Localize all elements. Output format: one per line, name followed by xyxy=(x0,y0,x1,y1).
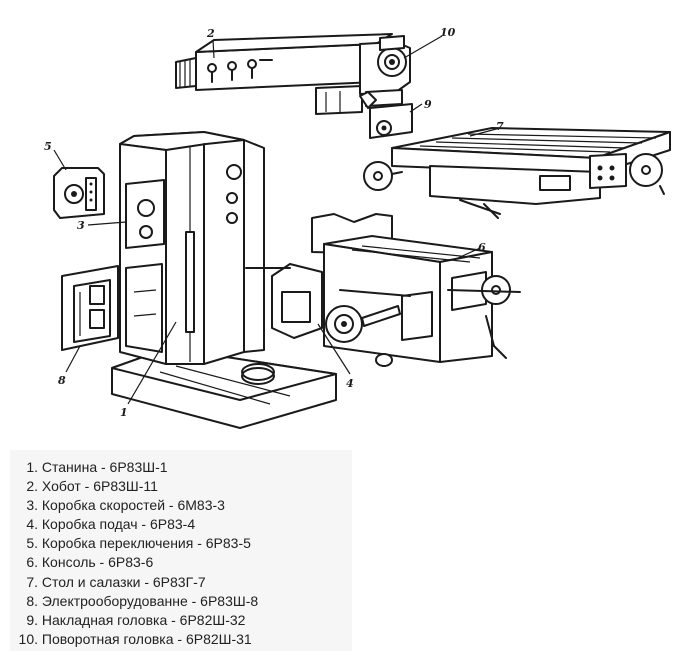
legend-item: 9. Накладная головка - 6Р82Ш-32 xyxy=(10,611,352,630)
column-part xyxy=(111,131,337,429)
callout-4: 4 xyxy=(346,377,354,390)
feed-box-part xyxy=(271,263,411,343)
leader-lines xyxy=(53,35,501,405)
legend-item-text: Коробка переключения - 6Р83-5 xyxy=(41,535,251,552)
callout-7: 7 xyxy=(496,120,504,133)
legend-item-number: 3. xyxy=(26,497,38,514)
legend-item-text: Накладная головка - 6Р82Ш-32 xyxy=(41,611,246,628)
callout-labels: 1 2 3 4 5 6 7 8 9 10 xyxy=(44,26,504,419)
overhead-head-part xyxy=(359,91,413,139)
callout-3: 3 xyxy=(77,219,85,232)
legend-item: 7. Стол и салазки - 6Р83Г-7 xyxy=(10,573,352,592)
callout-6: 6 xyxy=(478,241,486,254)
legend-item-number: 7. xyxy=(26,573,38,590)
callout-5: 5 xyxy=(44,140,52,153)
legend-item-text: Стол и салазки - 6Р83Г-7 xyxy=(41,573,206,590)
legend-item: 4. Коробка подач - 6Р83-4 xyxy=(10,515,352,534)
knee-part xyxy=(311,213,521,367)
callout-2: 2 xyxy=(206,27,215,40)
legend-item-number: 4. xyxy=(26,516,38,533)
legend-item-text: Станина - 6Р83Ш-1 xyxy=(41,459,168,475)
legend-item-number: 2. xyxy=(26,478,38,495)
legend-item-number: 1. xyxy=(26,459,38,475)
callout-10: 10 xyxy=(440,26,456,39)
legend-item-number: 9. xyxy=(26,611,38,628)
legend-item: 5. Коробка переключения - 6Р83-5 xyxy=(10,534,352,553)
legend-item-text: Поворотная головка - 6Р82Ш-31 xyxy=(41,630,252,647)
legend-item: 6. Консоль - 6Р83-6 xyxy=(10,553,352,572)
machine-exploded-diagram: 1 2 3 4 5 6 7 8 9 10 xyxy=(44,26,671,429)
legend-item-text: Хобот - 6Р83Ш-11 xyxy=(41,478,158,495)
legend-item-text: Коробка подач - 6Р83-4 xyxy=(41,516,196,533)
legend-item-number: 10. xyxy=(18,630,38,647)
parts-legend: 1. Станина - 6Р83Ш-1 2. Хобот - 6Р83Ш-11… xyxy=(10,450,352,651)
parts-list: 1. Станина - 6Р83Ш-1 2. Хобот - 6Р83Ш-11… xyxy=(10,450,352,649)
legend-item-text: Консоль - 6Р83-6 xyxy=(41,554,154,571)
legend-item: 2. Хобот - 6Р83Ш-11 xyxy=(10,477,352,496)
legend-item: 3. Коробка скоростей - 6М83-3 xyxy=(10,496,352,515)
legend-item-text: Электрооборудованне - 6Р83Ш-8 xyxy=(41,592,259,609)
legend-item-number: 8. xyxy=(26,592,38,609)
legend-item: 1. Станина - 6Р83Ш-1 xyxy=(10,458,352,477)
callout-8: 8 xyxy=(58,374,66,387)
legend-item: 10. Поворотная головка - 6Р82Ш-31 xyxy=(10,630,352,649)
legend-item-number: 5. xyxy=(26,535,38,552)
callout-9: 9 xyxy=(424,98,432,111)
overarm-part xyxy=(175,33,393,115)
electric-cabinet-part xyxy=(61,265,119,351)
legend-item: 8. Электрооборудованне - 6Р83Ш-8 xyxy=(10,592,352,611)
legend-item-number: 6. xyxy=(26,554,38,571)
callout-1: 1 xyxy=(120,406,128,419)
shift-box-part xyxy=(53,167,105,219)
legend-item-text: Коробка скоростей - 6М83-3 xyxy=(41,497,225,514)
table-part xyxy=(363,127,671,219)
swivel-head-part xyxy=(359,35,411,107)
